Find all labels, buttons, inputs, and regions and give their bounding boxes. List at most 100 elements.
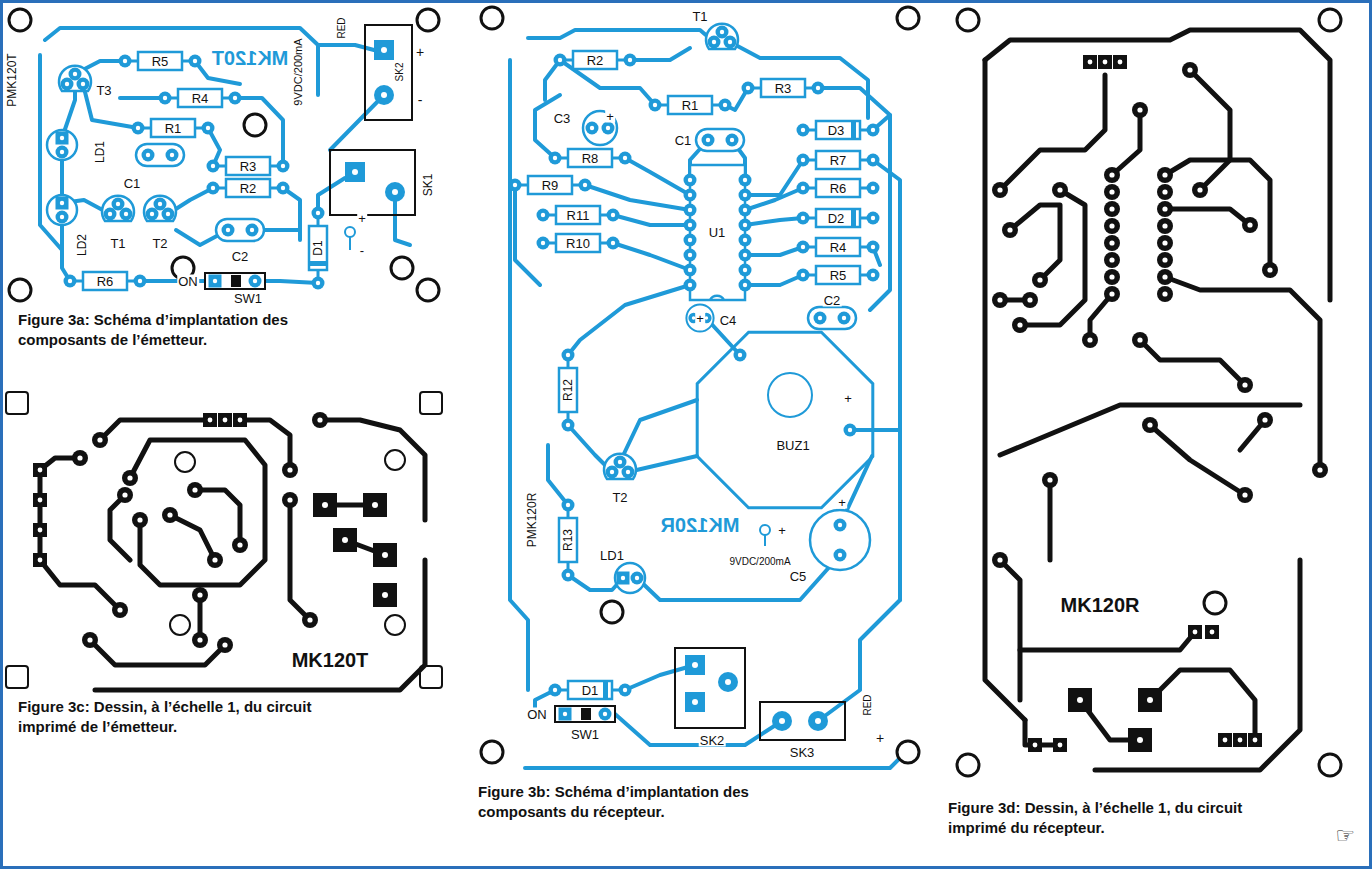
- solder-pad: [217, 637, 233, 653]
- component-outline: [549, 681, 632, 699]
- solder-pad: [232, 537, 248, 553]
- component-label: +: [875, 731, 885, 745]
- mounting-hole: [417, 279, 439, 301]
- solder-pad: [72, 450, 88, 466]
- component-label: C1: [123, 177, 142, 190]
- component-outline: [684, 249, 697, 262]
- transmitter-component-layout: [9, 9, 439, 301]
- solder-pad: [1157, 184, 1173, 200]
- component-label: D3: [827, 124, 846, 137]
- solder-pad: [302, 612, 318, 628]
- component-outline: [808, 307, 856, 329]
- copper-trace: [1000, 405, 1300, 455]
- component-outline: [207, 157, 290, 175]
- mounting-hole: [9, 279, 31, 301]
- component-label: T1: [109, 237, 126, 250]
- solder-pad: [1132, 332, 1148, 348]
- copper-trace: [985, 30, 1330, 300]
- copper-trace: [568, 285, 690, 355]
- copper-trace: [40, 420, 425, 690]
- solder-pad: [1188, 625, 1202, 639]
- component-outline: [760, 525, 770, 535]
- component-label: U1: [708, 226, 727, 239]
- mounting-hole: [1319, 754, 1341, 776]
- solder-pad: [1083, 55, 1097, 69]
- solder-pad: [1157, 252, 1173, 268]
- component-outline: [684, 264, 697, 277]
- copper-trace: [40, 28, 410, 283]
- copper-trace: [613, 243, 690, 270]
- mounting-hole: [391, 257, 413, 279]
- component-outline: [604, 454, 636, 479]
- component-outline: [772, 711, 792, 731]
- figure-caption: Figure 3c: Dessin, à l’échelle 1, du cir…: [18, 697, 318, 736]
- component-label: R3: [774, 82, 793, 95]
- component-label: C5: [789, 570, 808, 583]
- component-outline: [136, 144, 184, 166]
- solder-pad: [1237, 377, 1253, 393]
- copper-trace: [1165, 277, 1320, 470]
- corner-mark: [6, 392, 28, 414]
- solder-pad: [1248, 733, 1262, 747]
- solder-pad: [1233, 733, 1247, 747]
- component-label: RED: [337, 16, 347, 39]
- solder-pad: [218, 413, 232, 427]
- component-outline: [47, 130, 77, 160]
- board-reference: MK120T: [291, 650, 370, 670]
- solder-pad: [92, 432, 108, 448]
- copper-trace: [1095, 560, 1300, 770]
- solder-pad: [122, 470, 138, 486]
- mounting-hole: [601, 601, 623, 623]
- solder-pad: [1068, 688, 1092, 712]
- mounting-hole: [957, 9, 979, 31]
- component-label: C1: [674, 134, 693, 147]
- copper-trace: [45, 28, 318, 95]
- solder-pad: [1113, 55, 1127, 69]
- component-outline: [739, 189, 752, 202]
- component-label: ON: [526, 708, 548, 721]
- mounting-hole: [481, 7, 503, 29]
- component-outline: [349, 237, 351, 250]
- component-outline: [797, 238, 880, 256]
- mounting-hole: [170, 615, 190, 635]
- copper-trace: [525, 748, 910, 768]
- solder-pad: [33, 523, 47, 537]
- component-outline: [554, 51, 637, 69]
- component-label: PMK120R: [526, 492, 538, 549]
- copper-trace: [83, 84, 138, 128]
- mounting-hole: [1319, 9, 1341, 31]
- component-outline: [102, 196, 134, 221]
- mounting-hole: [170, 450, 405, 635]
- solder-pad: [1104, 201, 1120, 217]
- mounting-hole: [957, 9, 1341, 776]
- mounting-hole: [175, 452, 195, 472]
- solder-pad: [1028, 738, 1042, 752]
- solder-pad: [282, 492, 298, 508]
- solder-pad: [117, 487, 133, 503]
- copper-trace: [290, 500, 310, 620]
- copper-trace: [637, 555, 840, 600]
- component-label: LD2: [76, 233, 88, 257]
- copper-trace: [510, 30, 910, 768]
- copper-trace: [1165, 160, 1270, 270]
- mounting-hole: [417, 9, 439, 31]
- component-outline: [59, 66, 91, 91]
- solder-pad: [1104, 167, 1120, 183]
- component-label: T2: [611, 491, 628, 504]
- copper-trace: [1020, 632, 1195, 650]
- solder-pad: [1022, 292, 1038, 308]
- copper-trace: [528, 30, 714, 42]
- component-outline: [615, 563, 645, 593]
- solder-pad: [1032, 272, 1048, 288]
- component-outline: [684, 279, 697, 292]
- solder-pad: [1205, 625, 1219, 639]
- solder-pad: [1012, 317, 1028, 333]
- component-outline: [374, 40, 394, 60]
- component-outline: [345, 227, 355, 237]
- component-outline: [549, 149, 632, 167]
- component-outline: [808, 711, 828, 731]
- solder-pad: [992, 55, 1328, 752]
- board-reference: MK120R: [660, 515, 741, 535]
- board-reference: MK120R: [1060, 595, 1141, 615]
- component-label: +: [605, 110, 615, 123]
